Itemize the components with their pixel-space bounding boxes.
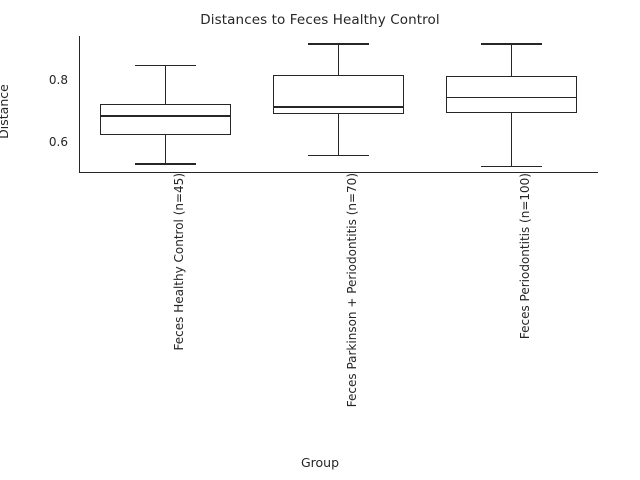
chart-title: Distances to Feces Healthy Control <box>200 12 440 28</box>
x-axis-tick-labels: Feces Healthy Control (n=45) Feces Parkin… <box>79 173 598 433</box>
whisker-upper <box>164 64 167 105</box>
x-axis-spine <box>79 172 598 174</box>
whisker-cap-lower <box>308 154 369 157</box>
whisker-cap-lower <box>481 165 542 167</box>
boxplot-box <box>79 36 598 173</box>
median-line <box>272 106 405 108</box>
median-line <box>99 115 232 117</box>
y-axis-tick-labels: 0.8 0.6 <box>0 36 74 173</box>
whisker-upper <box>510 43 513 77</box>
y-tick-label: 0.6 <box>48 134 68 149</box>
median-line <box>445 96 578 99</box>
whisker-lower <box>510 112 513 166</box>
box-iqr <box>99 104 232 136</box>
whisker-cap-lower <box>135 163 196 165</box>
x-axis-title: Group <box>300 455 340 470</box>
boxplot-artists <box>79 36 598 173</box>
x-tick-label: Feces Healthy Control (n=45) <box>171 173 186 351</box>
whisker-lower <box>337 113 340 155</box>
x-tick-label: Feces Periodontitis (n=100) <box>517 173 532 340</box>
y-axis-spine <box>79 36 81 173</box>
boxplot-box <box>79 36 598 173</box>
x-tick-label: Feces Parkinson + Periodontitis (n=70) <box>344 173 359 408</box>
box-iqr <box>445 76 578 113</box>
boxplot-box <box>79 36 598 173</box>
whisker-lower <box>164 135 167 164</box>
whisker-upper <box>337 43 340 76</box>
plot-area <box>79 36 598 174</box>
y-tick-label: 0.8 <box>48 72 68 87</box>
